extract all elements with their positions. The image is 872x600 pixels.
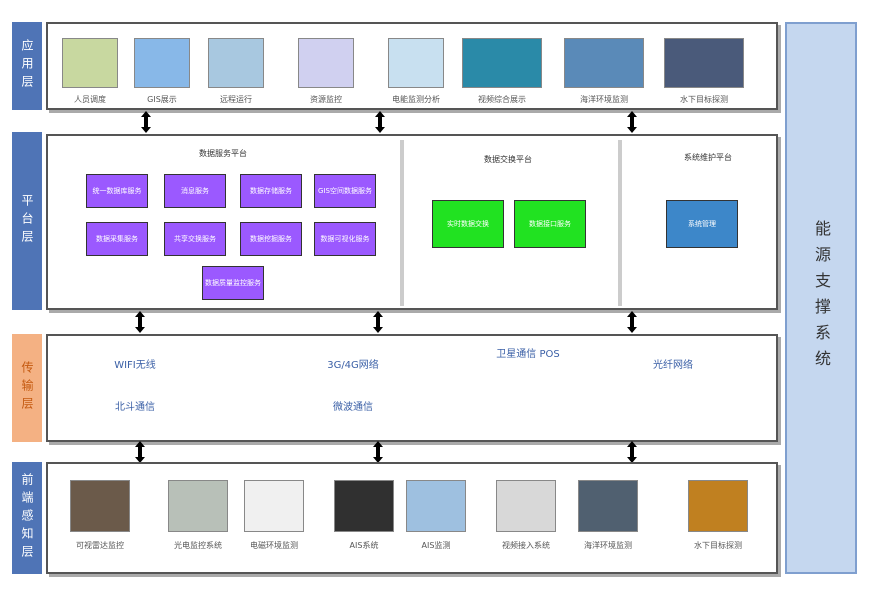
sensing-item-label: 电磁环境监测 (250, 541, 298, 550)
sensing-thumbnail (496, 480, 556, 532)
application-item-label: 资源监控 (310, 95, 342, 104)
sensing-thumbnail (578, 480, 638, 532)
sensing-item-label: 可视雷达监控 (76, 541, 124, 550)
divider (400, 140, 404, 306)
sensing-item-label: 光电监控系统 (174, 541, 222, 550)
application-thumbnail (664, 38, 744, 88)
data-service-box: GIS空间数据服务 (314, 174, 376, 208)
application-thumbnail (564, 38, 644, 88)
platform-layer-label: 平台层 (12, 132, 42, 310)
system-management-box: 系统管理 (666, 200, 738, 248)
arrow-icon (375, 111, 385, 133)
data-exchange-platform-title: 数据交换平台 (484, 155, 532, 164)
sensing-thumbnail (334, 480, 394, 532)
data-service-platform-title: 数据服务平台 (199, 149, 247, 158)
application-item-label: 电能监测分析 (392, 95, 440, 104)
sensing-layer-label: 前端感知层 (12, 462, 42, 574)
data-service-box: 数据质量监控服务 (202, 266, 264, 300)
application-thumbnail (462, 38, 542, 88)
application-thumbnail (62, 38, 118, 88)
data-service-box: 数据存储服务 (240, 174, 302, 208)
application-item-label: GIS展示 (147, 95, 177, 104)
data-service-box: 数据可视化服务 (314, 222, 376, 256)
sensing-thumbnail (70, 480, 130, 532)
network-microwave: 微波通信 (333, 402, 373, 413)
data-service-box: 数据挖掘服务 (240, 222, 302, 256)
sensing-item-label: 视频接入系统 (502, 541, 550, 550)
network-fiber: 光纤网络 (653, 360, 693, 371)
application-item-label: 远程运行 (220, 95, 252, 104)
network-beidou: 北斗通信 (115, 402, 155, 413)
application-thumbnail (134, 38, 190, 88)
sensing-thumbnail (406, 480, 466, 532)
application-item-label: 视频综合展示 (478, 95, 526, 104)
sensing-item-label: 水下目标探测 (694, 541, 742, 550)
sensing-item-label: AIS监测 (421, 541, 451, 550)
application-layer-label: 应用层 (12, 22, 42, 110)
sensing-thumbnail (168, 480, 228, 532)
application-thumbnail (208, 38, 264, 88)
arrow-icon (135, 441, 145, 463)
arrow-icon (135, 311, 145, 333)
application-item-label: 海洋环境监测 (580, 95, 628, 104)
network-wifi: WIFI无线 (114, 360, 156, 371)
data-interface-box: 数据接口服务 (514, 200, 586, 248)
network-layer-label: 传输层 (12, 334, 42, 442)
data-service-box: 数据采集服务 (86, 222, 148, 256)
energy-support-system: 能源支撑系统 (785, 22, 857, 574)
application-item-label: 人员调度 (74, 95, 106, 104)
arrow-icon (627, 111, 637, 133)
data-service-box: 共享交换服务 (164, 222, 226, 256)
application-thumbnail (388, 38, 444, 88)
arrow-icon (627, 441, 637, 463)
sensing-item-label: AIS系统 (349, 541, 379, 550)
sensing-layer: 可视雷达监控 光电监控系统 电磁环境监测 AIS系统 AIS监测 视频接入系统 海洋环境监测… (46, 462, 778, 574)
sensing-thumbnail (244, 480, 304, 532)
network-layer: WIFI无线 3G/4G网络 卫星通信 POS 光纤网络 北斗通信 微波通信 (46, 334, 778, 442)
sensing-item-label: 海洋环境监测 (584, 541, 632, 550)
arrow-icon (141, 111, 151, 133)
application-item-label: 水下目标探测 (680, 95, 728, 104)
divider (618, 140, 622, 306)
application-thumbnail (298, 38, 354, 88)
network-3g4g: 3G/4G网络 (327, 360, 379, 371)
data-service-box: 消息服务 (164, 174, 226, 208)
network-satellite: 卫星通信 POS (496, 349, 560, 360)
arrow-icon (373, 441, 383, 463)
platform-layer: 数据服务平台 数据交换平台 系统维护平台 统一数据库服务消息服务数据存储服务 GI… (46, 134, 778, 310)
arrow-icon (627, 311, 637, 333)
sensing-thumbnail (688, 480, 748, 532)
realtime-exchange-box: 实时数据交换 (432, 200, 504, 248)
application-layer: 人员调度 GIS展示 远程运行 资源监控 电能监测分析 视频综合展示 海洋环境监测 水下目标探… (46, 22, 778, 110)
system-maintenance-platform-title: 系统维护平台 (684, 153, 732, 162)
arrow-icon (373, 311, 383, 333)
data-service-box: 统一数据库服务 (86, 174, 148, 208)
